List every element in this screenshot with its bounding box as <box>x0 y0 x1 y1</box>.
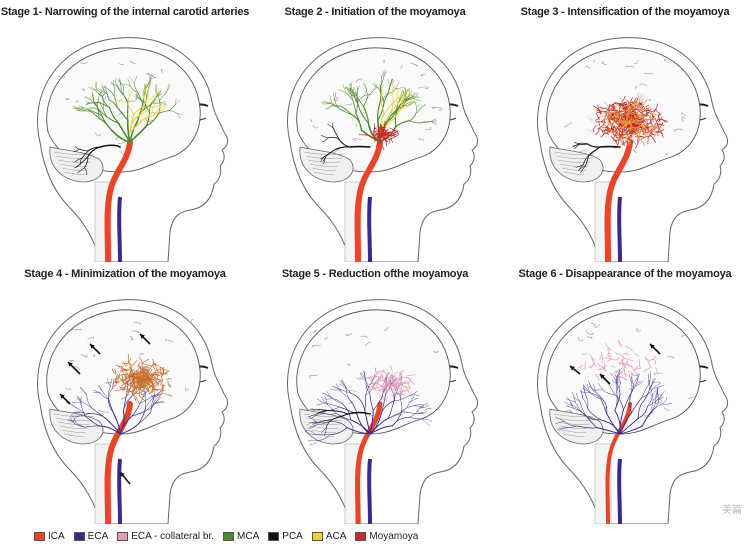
legend-item: MCA <box>223 531 259 542</box>
head-illustration <box>37 299 229 524</box>
legend-item: ECA <box>73 530 109 542</box>
stage-title: Stage 2 - Initiation of the moyamoya <box>284 6 466 18</box>
legend-item: ICA <box>34 531 65 542</box>
legend-label: MCA <box>237 530 260 542</box>
legend-swatch <box>73 531 85 541</box>
head-illustration <box>287 299 479 524</box>
stage-panel: Stage 6 - Disappearance of the moyamoya <box>500 262 750 524</box>
legend-label: ICA <box>48 530 65 542</box>
stage-title: Stage 3 - Intensification of the moyamoy… <box>520 6 730 18</box>
legend-item: ECA - collateral br. <box>117 531 214 542</box>
stage-panel: Stage 3 - Intensification of the moyamoy… <box>500 0 750 262</box>
head-illustration <box>37 37 229 262</box>
stage-panel: Stage 2 - Initiation of the moyamoya <box>250 0 500 262</box>
legend-label: PCA <box>282 530 303 542</box>
stage-title: Stage 4 - Minimization of the moyamoya <box>24 268 226 280</box>
legend-label: ACA <box>325 530 347 542</box>
head-illustration <box>537 299 729 524</box>
legend-swatch <box>355 531 367 541</box>
stage-panel: Stage 5 - Reduction ofthe moyamoya <box>250 262 500 524</box>
head-illustration <box>537 37 729 262</box>
stage-title: Stage 5 - Reduction ofthe moyamoya <box>281 268 469 280</box>
legend-label: ECA <box>87 530 109 542</box>
legend-swatch <box>311 531 323 541</box>
legend-swatch <box>223 531 235 541</box>
legend-item: ACA <box>311 530 347 542</box>
legend-swatch <box>34 531 45 541</box>
watermark: 美篇 <box>722 505 742 516</box>
stage-title: Stage 1- Narrowing of the internal carot… <box>0 6 250 18</box>
legend-swatch <box>117 531 129 541</box>
legend-swatch <box>268 531 280 541</box>
stage-title: Stage 6 - Disappearance of the moyamoya <box>518 268 732 280</box>
stage-panel: Stage 4 - Minimization of the moyamoya <box>0 262 250 524</box>
legend-item: Moyamoya <box>355 531 418 542</box>
legend-label: ECA - collateral br. <box>131 530 215 542</box>
legend-label: Moyamoya <box>369 530 419 542</box>
stage-panel: Stage 1- Narrowing of the internal carot… <box>0 0 250 262</box>
legend: ICA ECA ECA - collateral br. MCA PCA ACA Moyam… <box>34 528 427 544</box>
legend-item: PCA <box>268 531 303 542</box>
head-illustration <box>287 37 479 262</box>
